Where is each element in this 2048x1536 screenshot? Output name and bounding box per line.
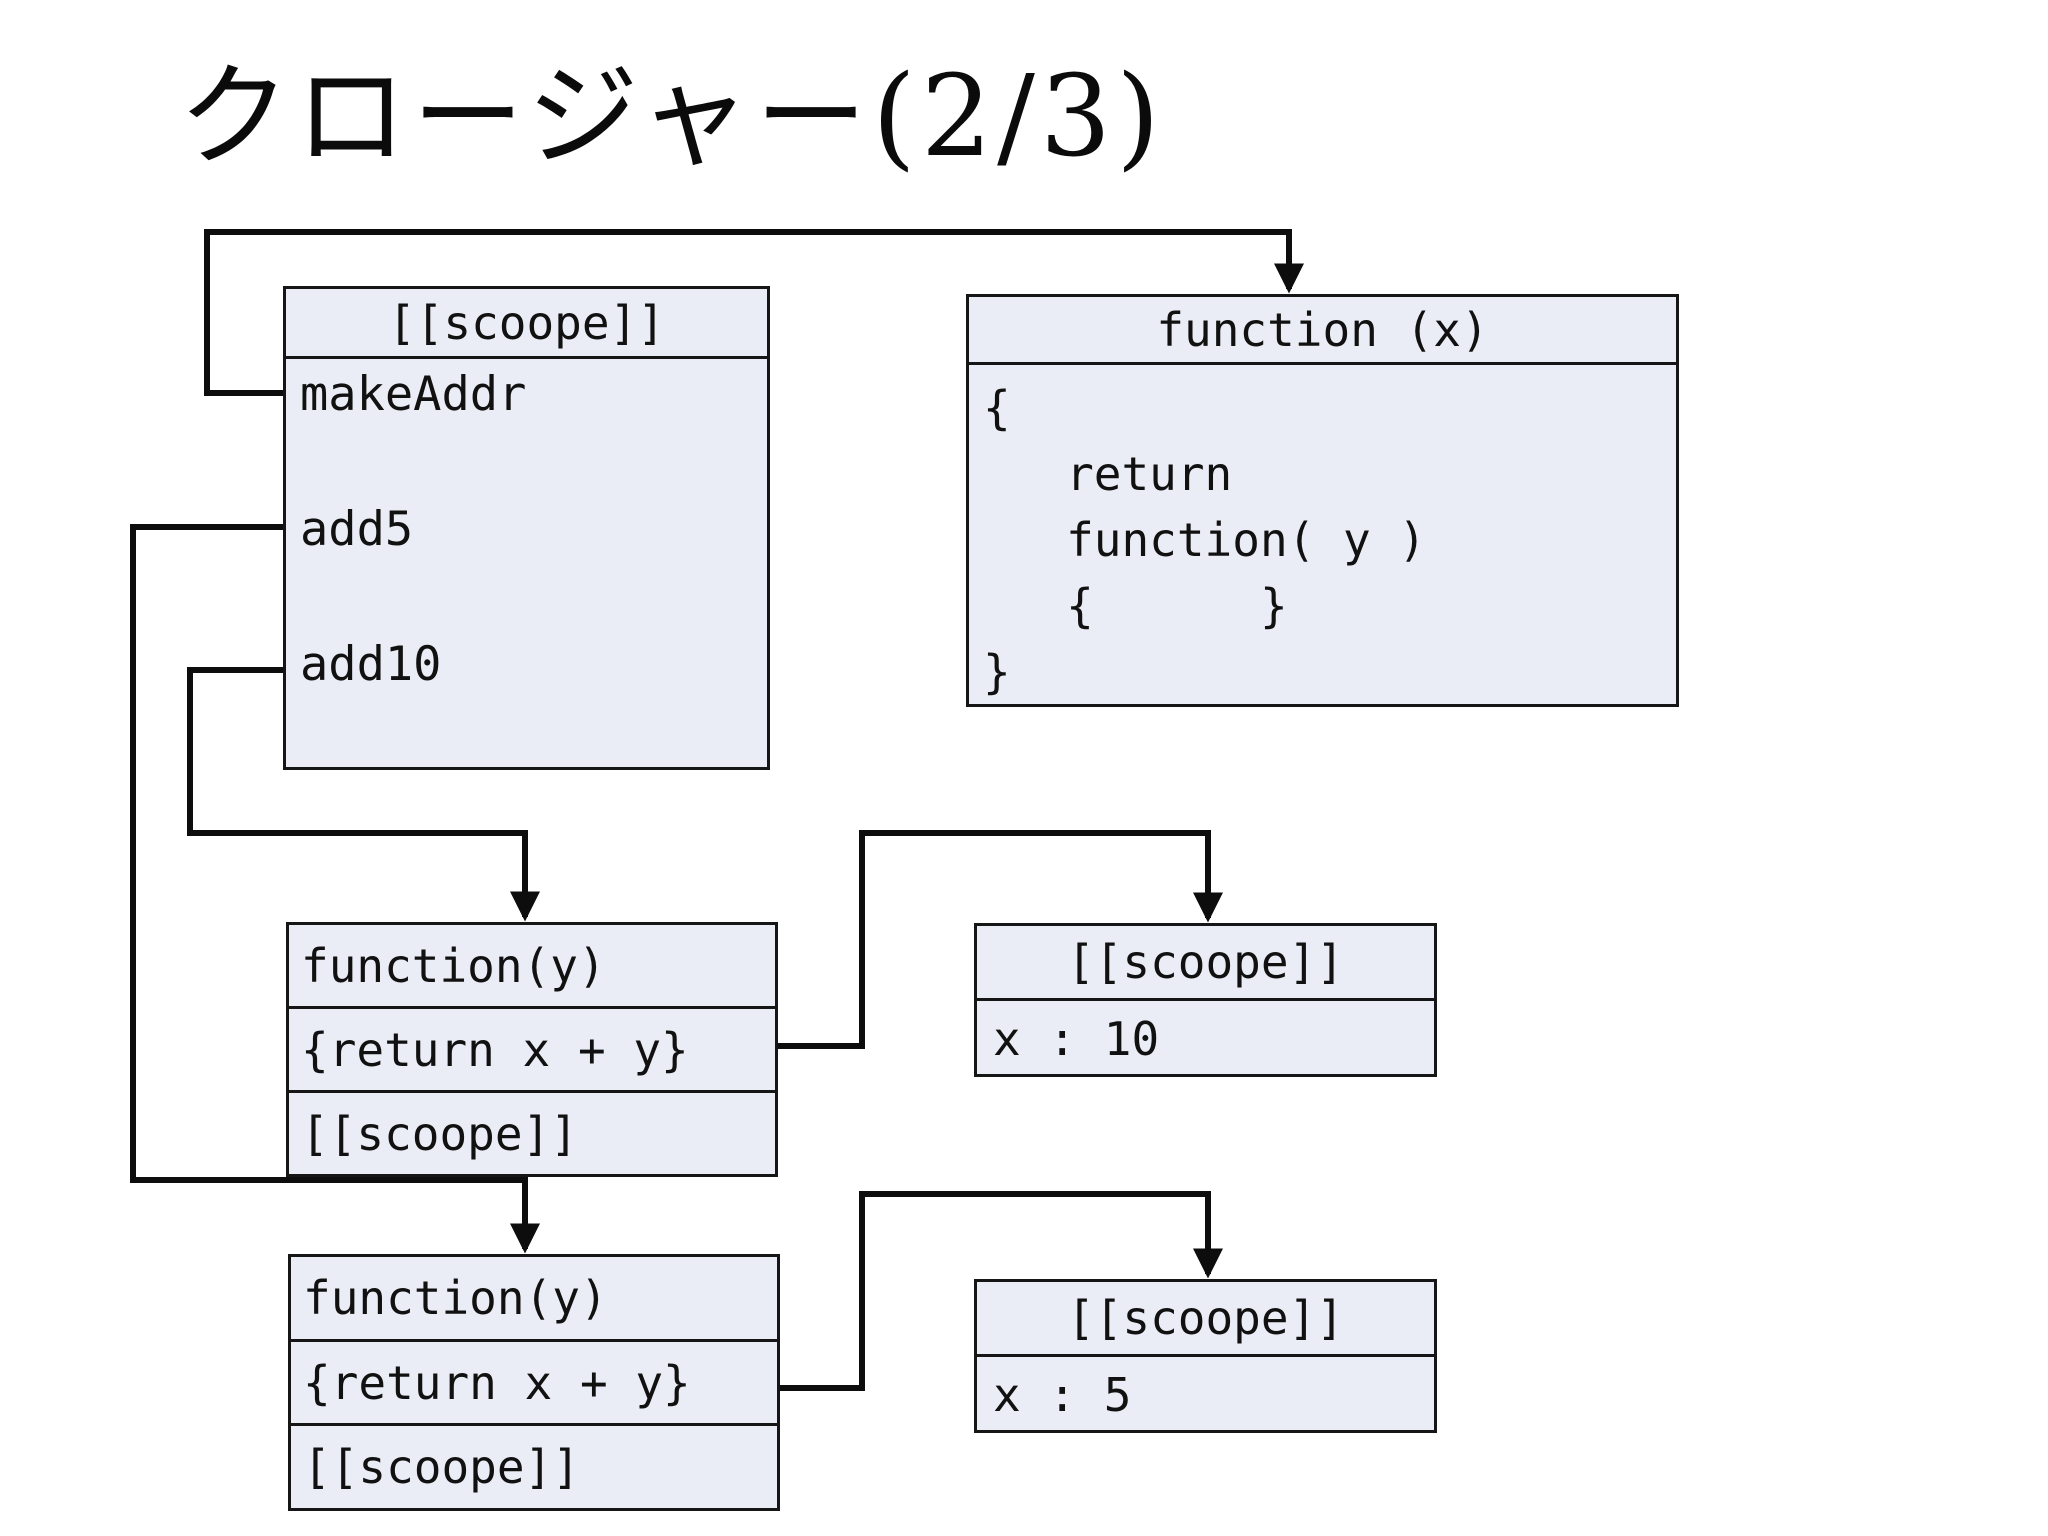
scope-x10-box: [[scoope]] x : 10 xyxy=(974,923,1437,1077)
function-x-box: function (x) { return function( y ) { } … xyxy=(966,294,1679,707)
global-scope-box: [[scoope]] makeAddr add5 add10 xyxy=(283,286,770,770)
closure-add10-box: function(y) {return x + y} [[scoope]] xyxy=(286,922,778,1177)
scope-x5-value: x : 5 xyxy=(993,1368,1132,1422)
arrow-add5-to-closure-5 xyxy=(130,524,540,1254)
scope-entry-add10: add10 xyxy=(300,637,442,692)
arrow-makeaddr-to-function-x xyxy=(204,229,1304,396)
arrow-closure-10-to-scope-x10 xyxy=(770,830,1223,1049)
scope-x5-box: [[scoope]] x : 5 xyxy=(974,1279,1437,1433)
closure-add10-signature: function(y) xyxy=(289,925,775,1009)
closure-add10-scope-slot: [[scoope]] xyxy=(301,1106,578,1161)
closure-add5-scope-slot: [[scoope]] xyxy=(303,1440,580,1495)
function-x-header: function (x) xyxy=(969,297,1676,365)
slide-title: クロージャー(2/3) xyxy=(178,52,1165,182)
arrow-add10-to-closure-10 xyxy=(187,667,540,922)
scope-entry-makeaddr: makeAddr xyxy=(300,367,527,422)
scope-x5-header: [[scoope]] xyxy=(977,1282,1434,1357)
arrow-closure-5-to-scope-x5 xyxy=(770,1191,1223,1391)
scope-x10-value: x : 10 xyxy=(993,1012,1160,1066)
scope-entry-add5: add5 xyxy=(300,502,414,557)
function-x-code: { return function( y ) { } } xyxy=(983,381,1427,699)
closure-add10-body: {return x + y} xyxy=(289,1009,775,1093)
closure-add5-body: {return x + y} xyxy=(291,1342,777,1427)
scope-x10-header: [[scoope]] xyxy=(977,926,1434,1001)
closure-add5-box: function(y) {return x + y} [[scoope]] xyxy=(288,1254,780,1511)
global-scope-header: [[scoope]] xyxy=(286,289,767,359)
closure-add5-signature: function(y) xyxy=(291,1257,777,1342)
